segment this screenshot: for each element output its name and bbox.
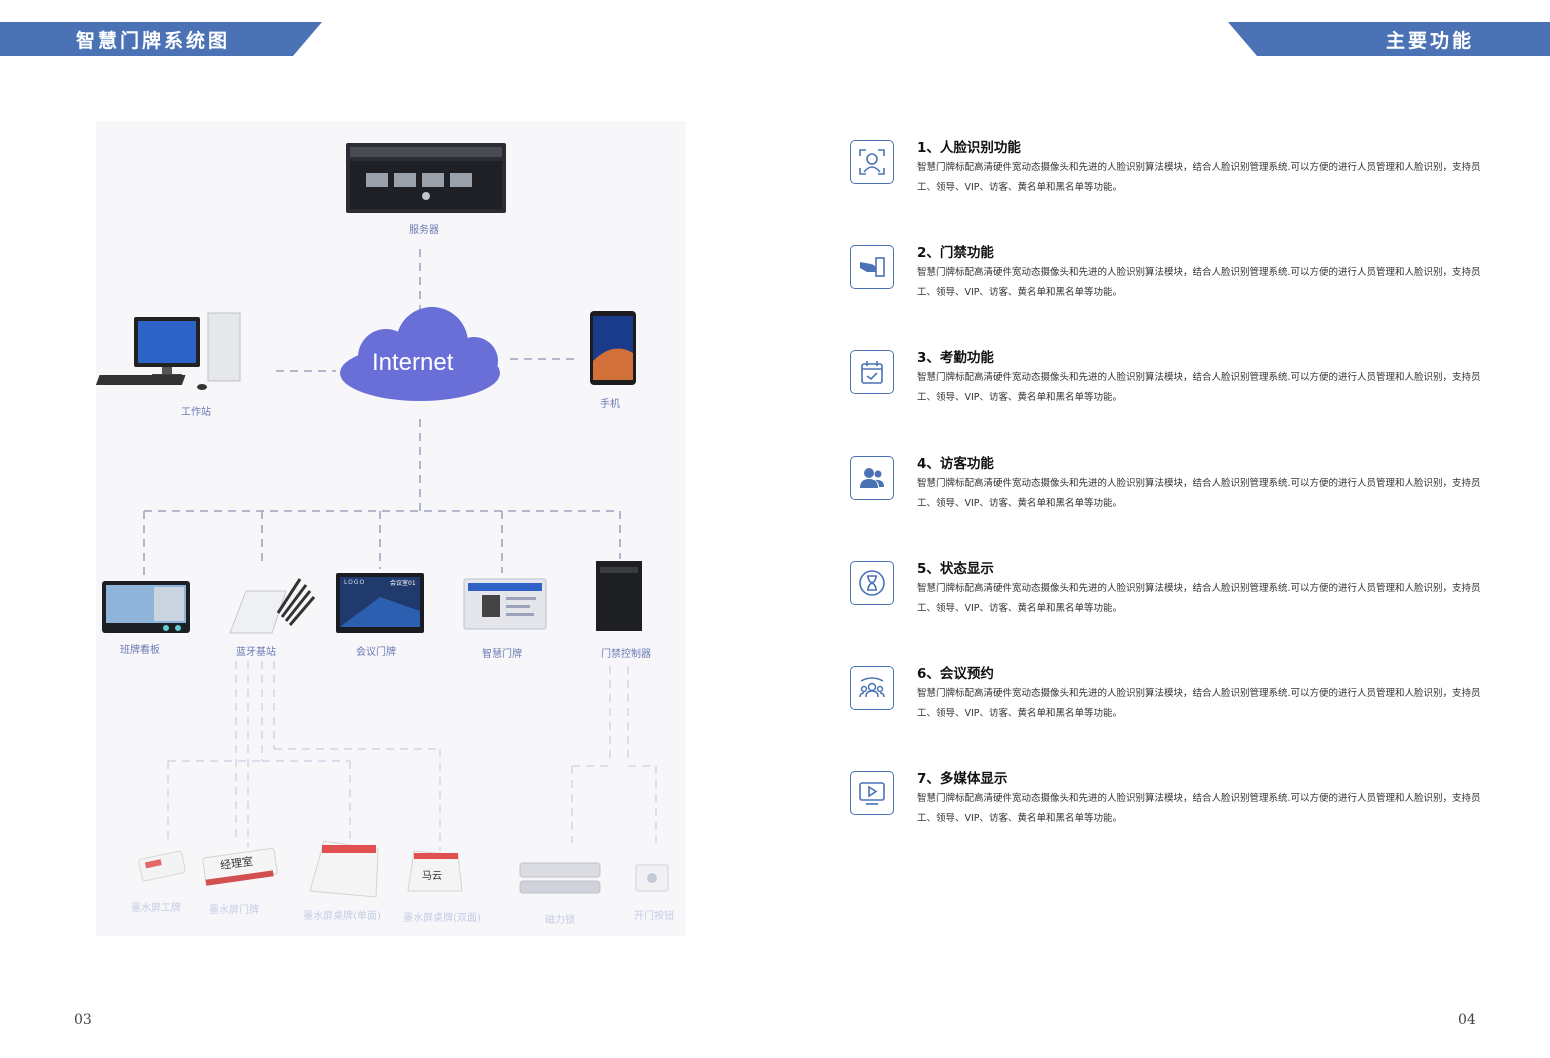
right-header-banner: 主要功能 <box>1228 22 1550 56</box>
ink-desk-double-icon <box>407 850 463 892</box>
signage-label: 班牌看板 <box>120 645 160 656</box>
feature-item: 6、会议预约 智慧门牌标配高清硬件宽动态摄像头和先进的人脸识别算法模块，结合人脸… <box>850 662 1490 742</box>
phone-label: 手机 <box>600 399 620 410</box>
feature-item: 3、考勤功能 智慧门牌标配高清硬件宽动态摄像头和先进的人脸识别算法模块，结合人脸… <box>850 346 1490 426</box>
feature-item: 7、多媒体显示 智慧门牌标配高清硬件宽动态摄像头和先进的人脸识别算法模块，结合人… <box>850 767 1490 847</box>
smart-door-label: 智慧门牌 <box>482 649 522 660</box>
feature-description: 智慧门牌标配高清硬件宽动态摄像头和先进的人脸识别算法模块，结合人脸识别管理系统.… <box>917 267 1481 298</box>
bluetooth-label: 蓝牙基站 <box>236 647 276 658</box>
feature-title: 2、门禁功能 <box>917 245 994 261</box>
left-header-banner: 智慧门牌系统图 <box>0 22 322 56</box>
calendar-check-icon <box>850 350 894 394</box>
maglock-icon <box>519 862 601 894</box>
ink-desk-single-label: 墨水屏桌牌(单面) <box>303 911 381 922</box>
feature-item: 2、门禁功能 智慧门牌标配高清硬件宽动态摄像头和先进的人脸识别算法模块，结合人脸… <box>850 241 1490 321</box>
feature-description: 智慧门牌标配高清硬件宽动态摄像头和先进的人脸识别算法模块，结合人脸识别管理系统.… <box>917 372 1481 403</box>
right-header-title: 主要功能 <box>1385 29 1474 52</box>
feature-title: 7、多媒体显示 <box>917 771 1008 787</box>
feature-item: 1、人脸识别功能 智慧门牌标配高清硬件宽动态摄像头和先进的人脸识别算法模块，结合… <box>850 136 1490 216</box>
feature-item: 4、访客功能 智慧门牌标配高清硬件宽动态摄像头和先进的人脸识别算法模块，结合人脸… <box>850 452 1490 532</box>
feature-description: 智慧门牌标配高清硬件宽动态摄像头和先进的人脸识别算法模块，结合人脸识别管理系统.… <box>917 583 1481 614</box>
feature-item: 5、状态显示 智慧门牌标配高清硬件宽动态摄像头和先进的人脸识别算法模块，结合人脸… <box>850 557 1490 637</box>
workstation-icon <box>96 312 241 390</box>
exit-button-label: 开门按钮 <box>634 911 674 922</box>
feature-title: 4、访客功能 <box>917 456 994 472</box>
left-header-title: 智慧门牌系统图 <box>76 29 231 52</box>
connector-lines <box>143 249 621 579</box>
feature-title: 5、状态显示 <box>917 561 994 577</box>
feature-title: 6、会议预约 <box>917 666 994 682</box>
ink-label-label: 墨水屏工牌 <box>131 903 181 914</box>
system-diagram: Internet LOGO 会议室01 经理室 马云 服务器 工作站 手机 班牌… <box>96 121 686 936</box>
server-label: 服务器 <box>409 225 439 236</box>
phone-icon <box>590 311 636 385</box>
smart-doorplate-icon <box>463 578 547 630</box>
ink-label-icon <box>138 850 186 882</box>
ink-desk-double-label: 墨水屏桌牌(双面) <box>403 913 481 924</box>
lower-connector-lines <box>167 661 657 851</box>
feature-title: 1、人脸识别功能 <box>917 140 1021 156</box>
meeting-doorplate-icon <box>336 573 424 633</box>
access-controller-icon <box>596 561 642 631</box>
meeting-icon <box>850 666 894 710</box>
internet-cloud-label: Internet <box>372 349 454 376</box>
ink-doorplate-icon <box>202 847 278 886</box>
feature-description: 智慧门牌标配高清硬件宽动态摄像头和先进的人脸识别算法模块，结合人脸识别管理系统.… <box>917 688 1481 719</box>
ink-desk-single-icon <box>309 840 379 898</box>
bluetooth-station-icon <box>229 578 316 634</box>
exit-button-icon <box>635 864 669 892</box>
meeting-room-text: 会议室01 <box>390 580 416 587</box>
workstation-label: 工作站 <box>181 407 211 418</box>
feature-description: 智慧门牌标配高清硬件宽动态摄像头和先进的人脸识别算法模块，结合人脸识别管理系统.… <box>917 478 1481 509</box>
internet-cloud-icon <box>340 307 500 401</box>
ink-desk-text: 马云 <box>422 871 442 882</box>
ink-door-label: 墨水屏门牌 <box>209 905 259 916</box>
card-swipe-icon <box>850 245 894 289</box>
feature-title: 3、考勤功能 <box>917 350 994 366</box>
feature-description: 智慧门牌标配高清硬件宽动态摄像头和先进的人脸识别算法模块，结合人脸识别管理系统.… <box>917 162 1481 193</box>
access-controller-label: 门禁控制器 <box>601 649 651 660</box>
meeting-label: 会议门牌 <box>356 647 396 658</box>
feature-description: 智慧门牌标配高清硬件宽动态摄像头和先进的人脸识别算法模块，结合人脸识别管理系统.… <box>917 793 1481 824</box>
maglock-label: 磁力锁 <box>545 915 575 926</box>
face-recognition-icon <box>850 140 894 184</box>
server-icon <box>346 143 506 213</box>
visitors-icon <box>850 456 894 500</box>
page-number-left: 03 <box>74 1012 92 1028</box>
signage-board-icon <box>102 581 190 633</box>
page-number-right: 04 <box>1458 1012 1476 1028</box>
monitor-play-icon <box>850 771 894 815</box>
meeting-logo-text: LOGO <box>344 579 366 586</box>
hourglass-icon <box>850 561 894 605</box>
